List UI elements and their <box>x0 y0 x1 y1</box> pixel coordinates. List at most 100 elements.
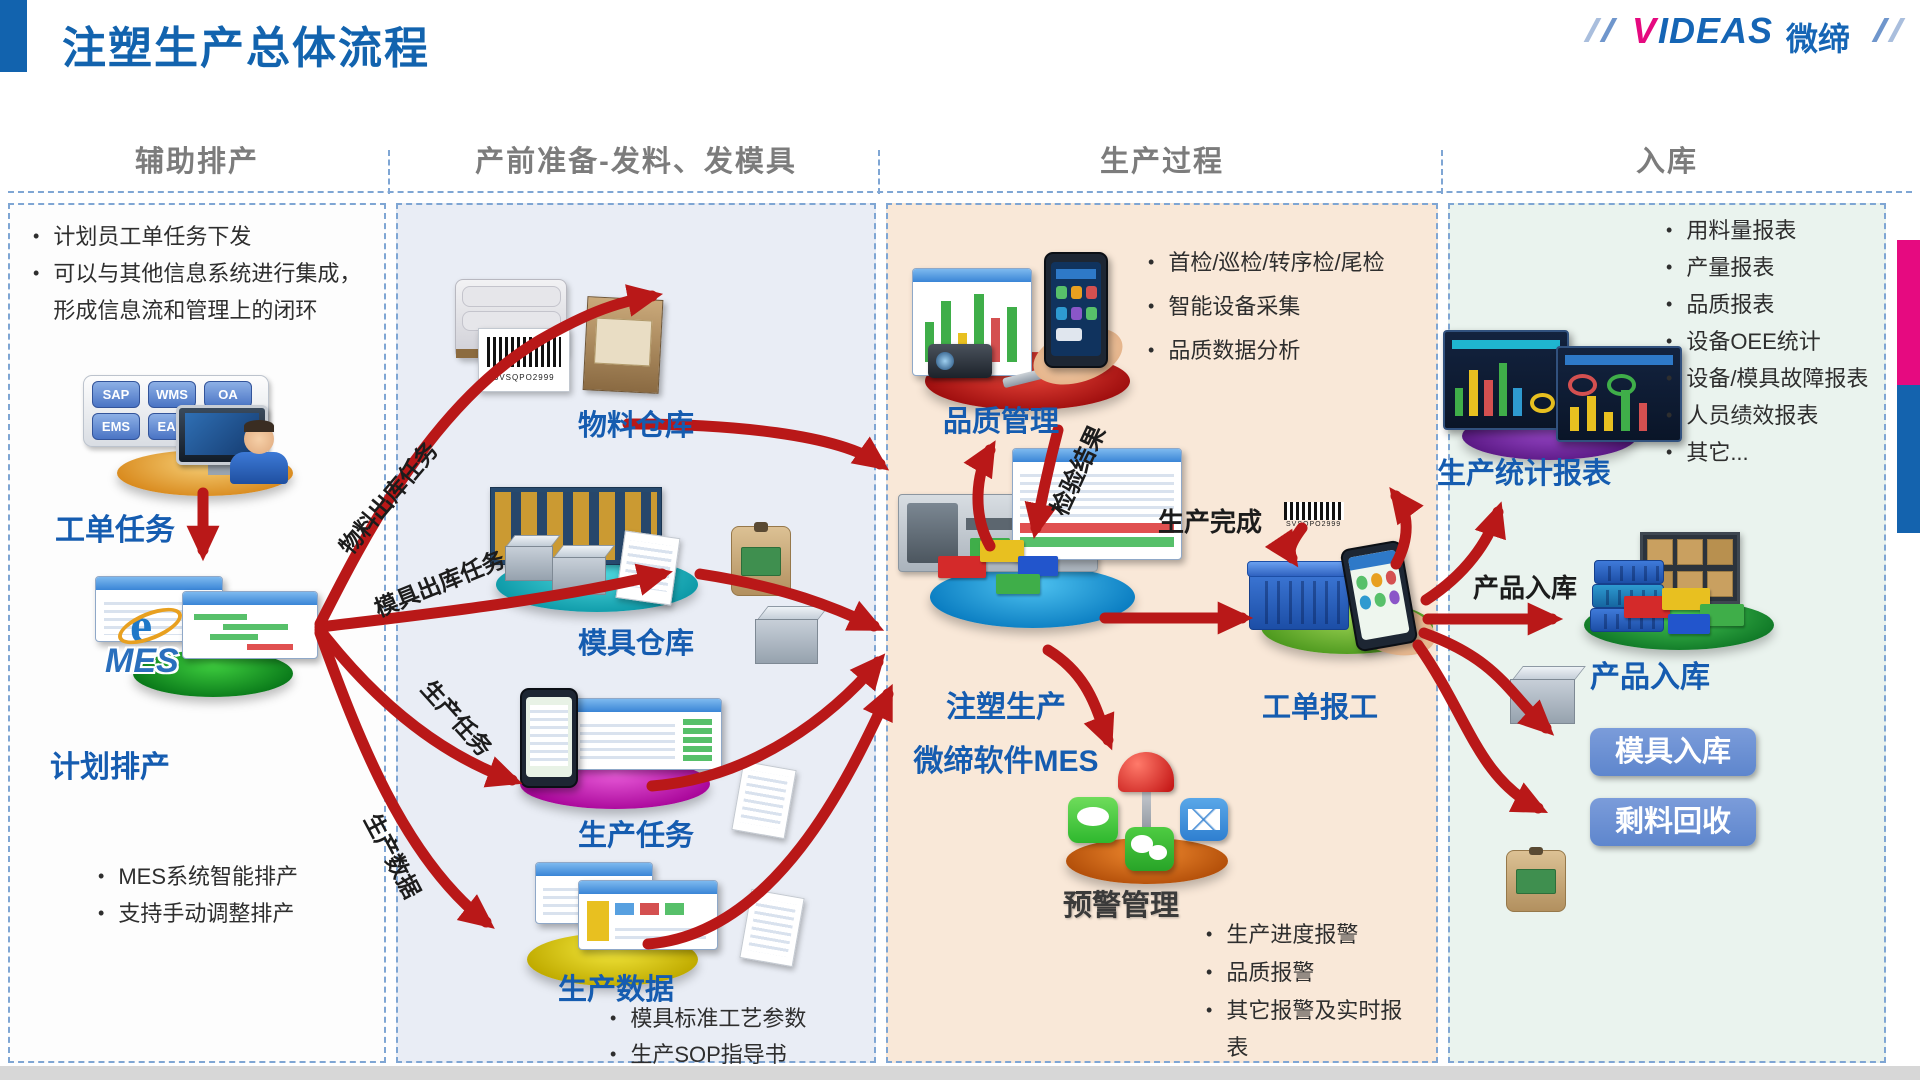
list-item: •智能设备采集 <box>1148 294 1301 319</box>
logo-slash-icon <box>1871 18 1890 42</box>
barcode-icon <box>487 337 561 367</box>
order-task-label: 工单任务 <box>55 514 175 547</box>
list-item: •首检/巡检/转序检/尾检 <box>1148 250 1385 275</box>
lego-brick <box>1662 588 1710 610</box>
logo-v: V <box>1632 10 1657 51</box>
header-divider <box>878 150 880 194</box>
header-divider <box>388 150 390 194</box>
blue-crate-icon <box>1594 560 1664 584</box>
product-in-label: 产品入库 <box>1590 661 1710 694</box>
page-title: 注塑生产总体流程 <box>62 24 430 73</box>
person-body <box>230 452 288 484</box>
product-in-arrow-label: 产品入库 <box>1473 573 1578 603</box>
list-item: •设备OEE统计 <box>1666 329 1821 354</box>
alarm-beacon-icon <box>1118 752 1174 792</box>
erp-chip: EMS <box>92 413 140 440</box>
mail-icon <box>1180 798 1228 841</box>
work-report-label: 工单报工 <box>1262 692 1379 724</box>
lego-brick <box>938 556 986 578</box>
column-header-scheduling: 辅助排产 <box>134 146 259 178</box>
lego-brick <box>996 574 1040 594</box>
kraft-label-card <box>582 296 664 394</box>
column-header-warehousing: 入库 <box>1635 146 1698 178</box>
gantt-window <box>182 591 318 659</box>
dashboard-screen <box>1443 330 1569 430</box>
erp-chip: SAP <box>92 381 140 408</box>
lego-brick <box>1700 604 1744 626</box>
dashboard-screen <box>1556 346 1682 442</box>
injection-label-line2: 微缔软件MES <box>913 745 1099 778</box>
list-item: •品质报表 <box>1666 292 1775 317</box>
bullet-dot: • <box>33 263 40 283</box>
wechat-icon <box>1125 827 1174 871</box>
column-header-preparation: 产前准备-发料、发模具 <box>475 146 797 178</box>
plan-schedule-label: 计划排产 <box>50 751 170 784</box>
bottom-strip <box>0 1066 1920 1080</box>
list-item: •模具标准工艺参数 <box>610 1006 807 1031</box>
stats-report-label: 生产统计报表 <box>1437 458 1612 490</box>
list-item: •用料量报表 <box>1666 218 1797 243</box>
bullet-dot: • <box>33 226 40 246</box>
mold-box-icon <box>505 535 561 581</box>
videas-logo: V IDEAS 微缔 <box>1583 8 1910 57</box>
logo-slash-icon <box>1887 18 1906 42</box>
list-item: •品质报警 <box>1206 960 1315 985</box>
column-header-production: 生产过程 <box>1099 146 1224 178</box>
material-sack-icon <box>1506 846 1566 912</box>
person-hair <box>244 420 274 432</box>
quality-phone-icon <box>1044 252 1108 368</box>
alarm-mgmt-label: 预警管理 <box>1063 890 1180 922</box>
chat-bubble-icon <box>1068 797 1118 843</box>
production-done-label: 生产完成 <box>1158 507 1263 537</box>
material-warehouse-label: 物料仓库 <box>577 410 694 442</box>
lego-brick <box>1668 614 1710 634</box>
mold-warehouse-label: 模具仓库 <box>577 628 694 660</box>
beacon-pole <box>1142 788 1151 846</box>
blue-crate-icon <box>1247 560 1351 630</box>
list-item: • 可以与其他信息系统进行集成，形成信息流和管理上的闭环 <box>33 255 369 329</box>
ie-logo-icon: e <box>113 596 187 653</box>
erp-chip: WMS <box>148 381 196 408</box>
list-item: •人员绩效报表 <box>1666 403 1819 428</box>
logo-ideas: IDEAS <box>1658 10 1774 51</box>
injection-label-line1: 注塑生产 <box>946 691 1066 724</box>
right-accent-pink-bar <box>1897 240 1920 385</box>
data-window-front <box>578 880 718 950</box>
list-item: • 计划员工单任务下发 <box>33 218 373 255</box>
lego-brick <box>1018 556 1058 576</box>
top-divider-line <box>8 191 1912 193</box>
mold-in-button: 模具入库 <box>1590 728 1756 776</box>
list-item: •其它报警及实时报表 <box>1206 998 1403 1060</box>
list-item: •生产SOP指导书 <box>610 1042 787 1067</box>
mold-box-icon <box>1510 666 1586 724</box>
camera-device-icon <box>928 344 992 378</box>
monitor-stand <box>208 465 238 475</box>
barcode-icon <box>1284 502 1344 520</box>
terminal-phone-card <box>615 530 681 606</box>
task-phone-icon <box>520 688 578 788</box>
task-table-window <box>572 698 722 770</box>
mold-box-icon <box>552 545 615 595</box>
list-item: •支持手动调整排产 <box>98 901 295 926</box>
logo-slash-icon <box>1583 18 1602 42</box>
material-barcode-card: SVSQPO2999 <box>478 328 570 392</box>
header-divider <box>1441 150 1443 194</box>
list-item: •设备/模具故障报表 <box>1666 366 1869 391</box>
list-item: •MES系统智能排产 <box>98 864 298 889</box>
production-task-label: 生产任务 <box>577 820 694 852</box>
production-data-label: 生产数据 <box>557 974 674 1006</box>
material-sack-icon <box>731 522 791 596</box>
logo-slash-icon <box>1599 18 1618 42</box>
leftover-recycle-button: 剩料回收 <box>1590 798 1756 846</box>
list-item: •其它... <box>1666 440 1749 465</box>
right-accent-blue-bar <box>1897 385 1920 533</box>
erp-chip: OA <box>204 381 252 408</box>
list-item: •品质数据分析 <box>1148 338 1301 363</box>
mes-logo-text: MES <box>105 642 179 680</box>
list-item: •生产进度报警 <box>1206 922 1359 947</box>
quality-mgmt-label: 品质管理 <box>943 406 1060 438</box>
lego-brick <box>1624 596 1670 618</box>
list-item: •产量报表 <box>1666 255 1775 280</box>
title-accent-bar <box>0 0 27 72</box>
